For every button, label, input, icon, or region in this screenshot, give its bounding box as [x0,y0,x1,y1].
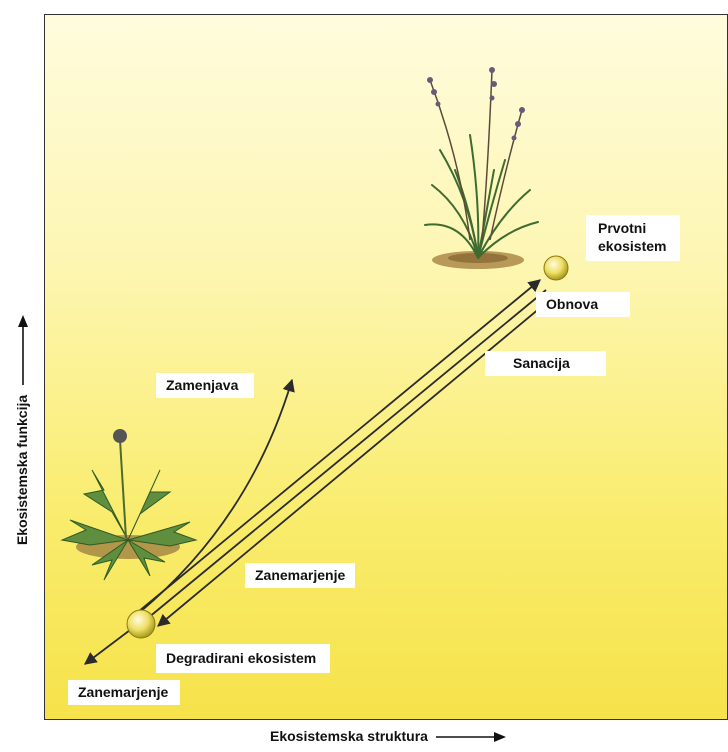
y-axis-label: Ekosistemska funkcija [14,315,30,545]
degraded-ecosystem-label: Degradirani ekosistem [156,644,330,673]
restoration-label: Obnova [536,292,630,317]
rehabilitation-label: Sanacija [485,351,606,376]
original-ecosystem-node [544,256,568,280]
x-axis-label: Ekosistemska struktura [270,728,506,744]
degraded-ecosystem-node [127,610,155,638]
neglect-bottom-label: Zanemarjenje [68,680,180,705]
original-ecosystem-label: Prvotni ekosistem [586,215,680,261]
x-axis-text: Ekosistemska struktura [270,728,428,744]
y-axis-text: Ekosistemska funkcija [14,395,30,545]
neglect-middle-label: Zanemarjenje [245,563,355,588]
grass-plant-icon [425,67,538,269]
dandelion-plant-icon [62,429,196,580]
y-axis-arrow [17,315,29,385]
x-axis-arrow [436,731,506,743]
replacement-label: Zamenjava [156,373,254,398]
